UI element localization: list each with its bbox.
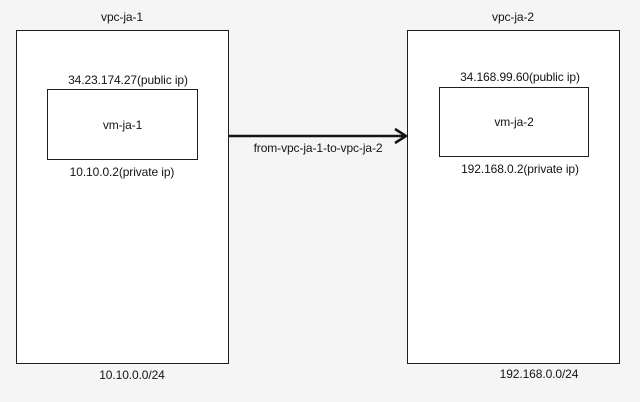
vm2-name: vm-ja-2	[494, 115, 534, 129]
arrow-label: from-vpc-ja-1-to-vpc-ja-2	[253, 141, 383, 155]
vm1-box: vm-ja-1	[47, 89, 198, 160]
vpc1-title: vpc-ja-1	[101, 10, 143, 24]
vm2-box: vm-ja-2	[439, 87, 589, 157]
vm1-name: vm-ja-1	[102, 117, 143, 132]
vpc1-private-ip-label: 10.10.0.2(private ip)	[69, 165, 175, 179]
vpc2-title: vpc-ja-2	[492, 10, 534, 24]
vpc2-private-ip-label: 192.168.0.2(private ip)	[461, 162, 579, 176]
arrow-vpc1-to-vpc2-icon	[229, 127, 409, 145]
vpc2-public-ip-label: 34.168.99.60(public ip)	[460, 70, 580, 84]
vpc2-box	[407, 30, 620, 364]
vpc1-box	[16, 30, 229, 364]
vpc1-cidr-label: 10.10.0.0/24	[99, 368, 165, 382]
vpc1-public-ip-label: 34.23.174.27(public ip)	[68, 73, 188, 87]
vpc2-cidr-label: 192.168.0.0/24	[499, 367, 579, 381]
